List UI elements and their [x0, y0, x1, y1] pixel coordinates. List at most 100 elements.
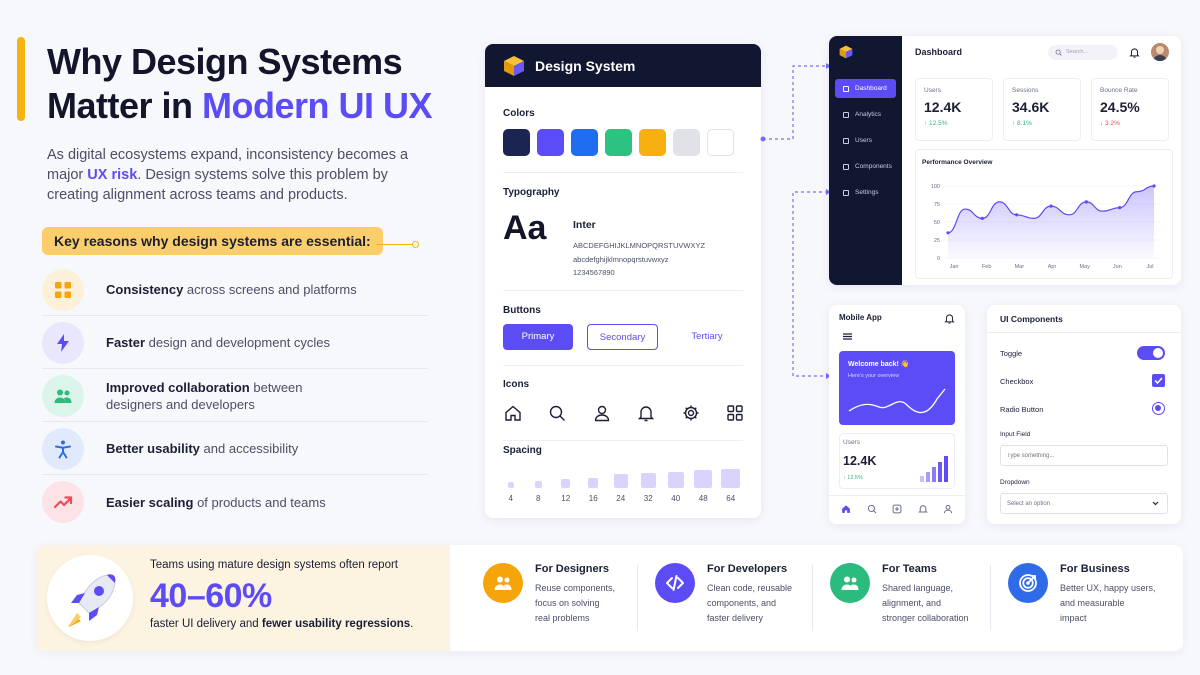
divider [637, 565, 638, 631]
checkbox[interactable] [1152, 374, 1165, 387]
divider [987, 332, 1181, 333]
stat-value: 12.4K [924, 99, 962, 115]
spacing-value: 16 [588, 494, 598, 503]
reason-rest: across screens and platforms [183, 282, 357, 297]
search-icon[interactable] [867, 504, 877, 514]
x-tick: Feb [982, 264, 991, 270]
color-swatch[interactable] [537, 129, 564, 156]
user-icon[interactable] [943, 504, 953, 514]
spacing-block [613, 474, 628, 488]
avatar[interactable] [1151, 43, 1169, 61]
y-tick: 50 [934, 220, 940, 226]
nav-label: Users [855, 137, 872, 144]
uppercase-glyphs: ABCDEFGHIJKLMNOPQRSTUVWXYZ [573, 241, 706, 250]
primary-button[interactable]: Primary [503, 324, 573, 350]
intro-highlight: UX risk [87, 167, 138, 183]
spacing-step: 24 [607, 474, 635, 503]
reason-text: Easier scaling of products and teams [106, 494, 326, 511]
spacing-value: 8 [536, 494, 541, 503]
audience-desc-line: focus on solving [535, 598, 600, 608]
audience-desc-line: alignment, and [882, 598, 942, 608]
color-swatch[interactable] [673, 129, 700, 156]
spacing-block [507, 482, 514, 488]
bell-icon[interactable] [1129, 47, 1140, 58]
secondary-button[interactable]: Secondary [587, 324, 658, 350]
people-icon-badge [42, 374, 84, 417]
color-swatch[interactable] [605, 129, 632, 156]
audience-title: For Teams [882, 563, 937, 575]
dashboard-search[interactable]: Search... [1048, 45, 1118, 60]
color-swatch[interactable] [571, 129, 598, 156]
bell-icon[interactable] [917, 504, 928, 514]
spacing-value: 32 [643, 494, 653, 503]
chevron-down-icon [1152, 501, 1159, 506]
dropdown-value: Select an option [1007, 501, 1051, 507]
nav-label: Dashboard [855, 85, 887, 92]
type-glyphs: ABCDEFGHIJKLMNOPQRSTUVWXYZ abcdefghijklm… [573, 239, 705, 280]
trend-up-icon [53, 496, 73, 509]
bell-icon [637, 406, 655, 422]
data-point [1118, 206, 1122, 210]
spacing-step: 32 [635, 473, 663, 503]
add-icon[interactable] [892, 504, 902, 514]
nav-item-analytics[interactable]: Analytics [835, 105, 896, 124]
text-input[interactable] [1000, 445, 1168, 466]
toggle-switch[interactable] [1137, 346, 1165, 360]
bell-icon[interactable] [944, 313, 955, 324]
home-icon[interactable] [841, 504, 851, 514]
stat-label: Bounce Rate [1100, 87, 1138, 94]
search-placeholder: Search... [1066, 49, 1089, 55]
spacing-value: 12 [561, 494, 571, 503]
stat-change: ↓ 3.2% [1100, 120, 1120, 127]
data-point [1084, 200, 1088, 204]
color-swatch[interactable] [503, 129, 530, 156]
divider [812, 565, 813, 631]
spacing-step: 64 [717, 468, 745, 503]
color-swatch[interactable] [639, 129, 666, 156]
caption-and: and [236, 618, 262, 630]
grid-icon [55, 281, 71, 298]
input-label: Input Field [1000, 431, 1031, 438]
nav-item-components[interactable]: Components [835, 157, 896, 176]
stat-value: 34.6K [1012, 99, 1050, 115]
people-icon [841, 576, 859, 590]
nav-item-settings[interactable]: Settings [835, 183, 896, 202]
users-bar-chart [920, 456, 948, 482]
reason-rest: of products and teams [193, 494, 326, 510]
apps-icon [727, 405, 743, 421]
stat-caption: faster UI delivery and fewer usability r… [150, 618, 413, 630]
spacing-block [721, 468, 741, 488]
connector-lines [760, 63, 831, 379]
spacing-label: Spacing [503, 445, 542, 456]
color-swatch[interactable] [707, 129, 734, 156]
spacing-block [588, 477, 599, 488]
reasons-title: Key reasons why design systems are essen… [42, 227, 383, 255]
tertiary-button[interactable]: Tertiary [691, 331, 723, 342]
caption-period: . [410, 618, 414, 630]
area-fill [948, 186, 1154, 258]
data-point [946, 231, 950, 235]
radio-button[interactable] [1152, 402, 1165, 415]
nav-item-users[interactable]: Users [835, 131, 896, 150]
data-point [980, 216, 984, 220]
user-icon [594, 405, 609, 422]
reason-item: Improved collaboration between designers… [42, 370, 428, 422]
title-line-2: Matter in Modern UI UX [47, 84, 433, 128]
reason-rest: between designers and developers [106, 379, 303, 412]
type-sample: Aa [503, 209, 547, 247]
x-tick: Apr [1048, 264, 1057, 270]
dropdown-select[interactable]: Select an option [1000, 493, 1168, 514]
title-line-1: Why Design Systems [47, 41, 403, 82]
x-tick: May [1079, 264, 1090, 270]
menu-icon[interactable] [843, 333, 852, 340]
nav-item-dashboard[interactable]: Dashboard [835, 79, 896, 98]
digit-glyphs: 1234567890 [573, 268, 615, 277]
divider [503, 440, 743, 441]
icons-label: Icons [503, 379, 530, 390]
grid-icon-badge [42, 268, 84, 311]
